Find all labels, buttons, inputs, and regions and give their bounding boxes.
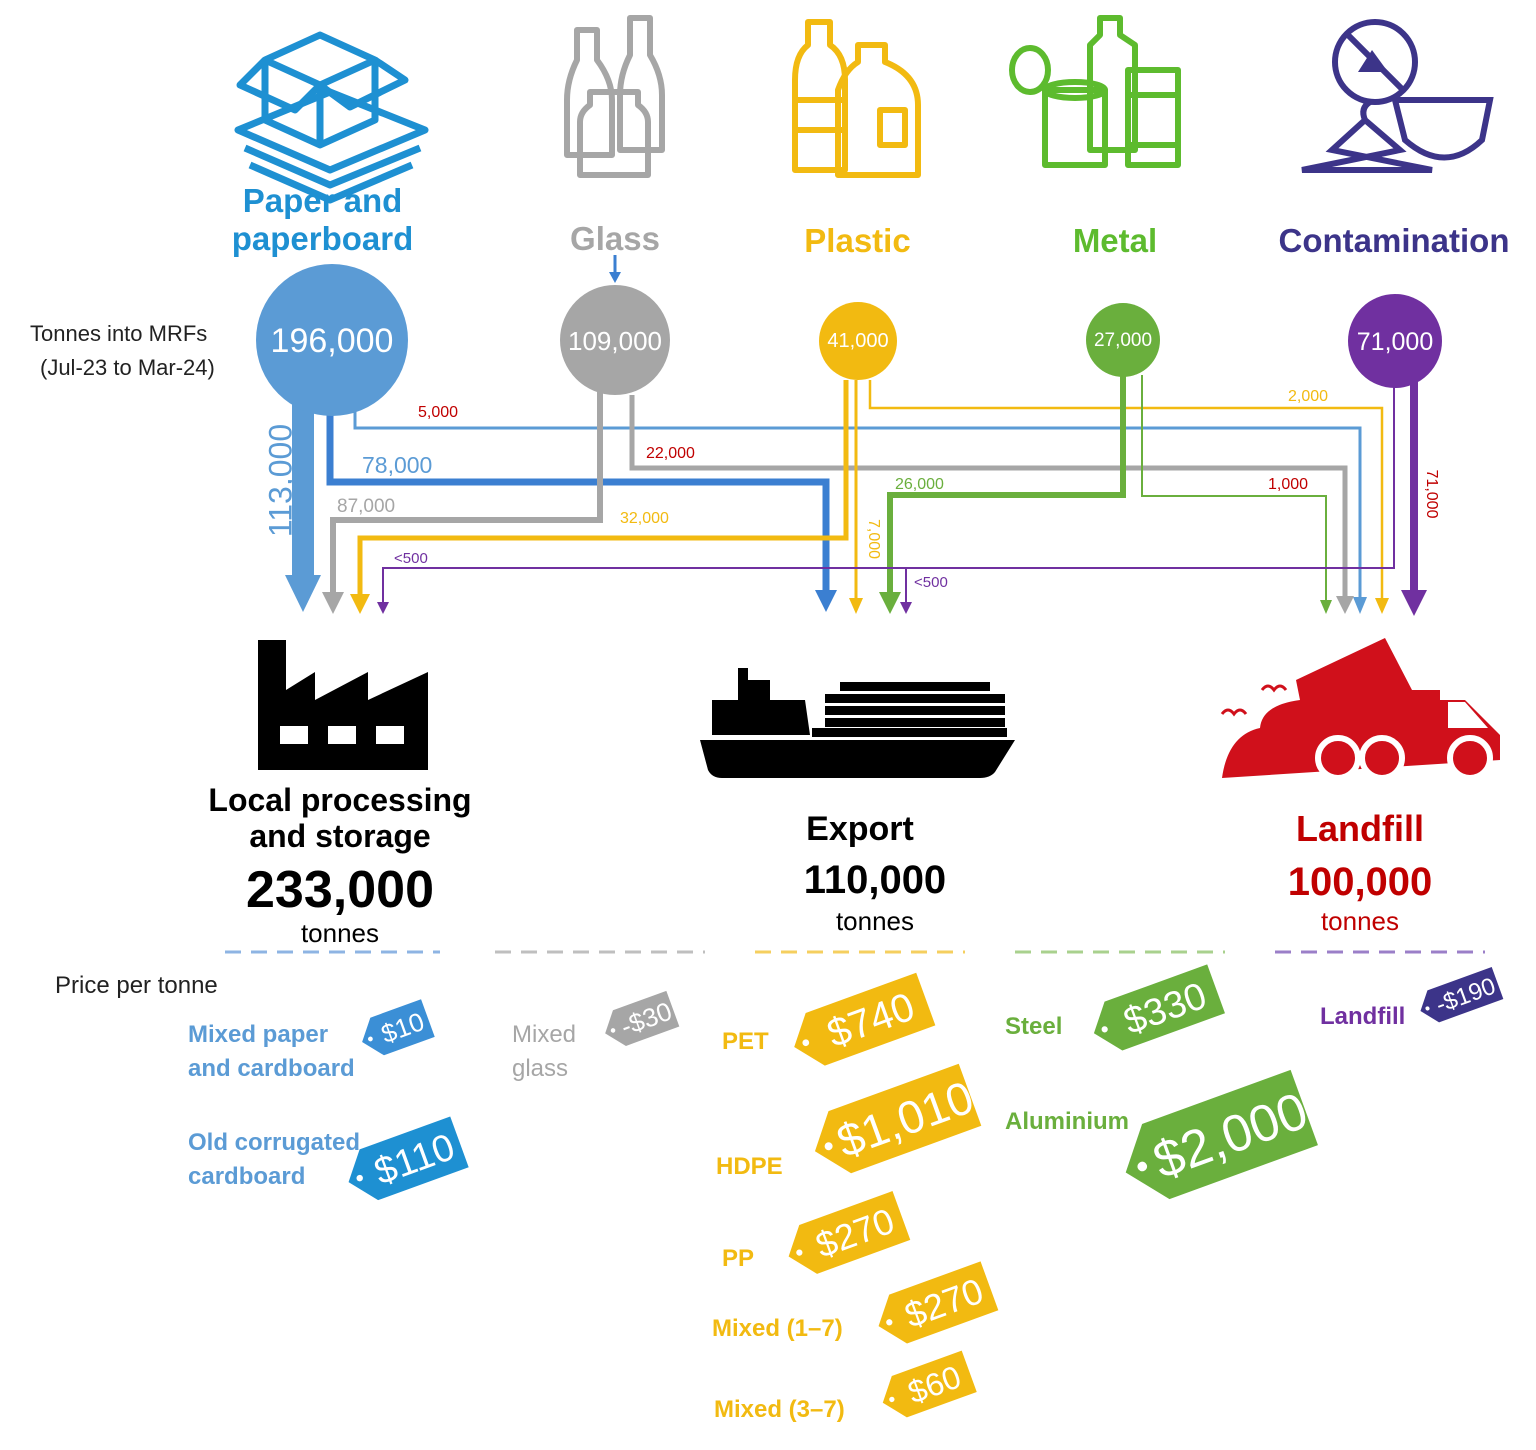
flow-plastic-local	[357, 380, 849, 600]
dest-export-title: Export	[806, 810, 914, 848]
price-label-aluminium: Aluminium	[1005, 1108, 1129, 1135]
flow-metal-landfill	[1141, 375, 1327, 602]
flow-metal-export	[887, 375, 1126, 598]
price-label-hdpe: HDPE	[716, 1153, 783, 1180]
arrowhead-contamination-export	[900, 602, 912, 614]
dest-export-unit: tonnes	[835, 906, 915, 936]
label-paper: Paper and paperboard	[231, 182, 414, 257]
mrf-label: Tonnes into MRFs	[30, 321, 208, 346]
flow-label-contamination-export: <500	[914, 574, 948, 591]
price-tag-mixed17: $270	[878, 1261, 999, 1344]
price-tag-steel: $330	[1093, 964, 1225, 1051]
flow-glass-local	[330, 390, 603, 598]
price-label-mixed37: Mixed (3–7)	[714, 1396, 845, 1423]
dump-truck-icon	[1220, 638, 1500, 781]
dest-export-value: 110,000	[803, 858, 947, 902]
flow-label-paper-local: 113,000	[262, 423, 299, 538]
plastic-bottles-icon	[792, 19, 921, 178]
value-glass: 109,000	[568, 326, 662, 356]
arrowhead-plastic-landfill	[1375, 598, 1389, 614]
value-contamination: 71,000	[1356, 328, 1434, 356]
circle-metal	[1086, 303, 1160, 377]
no-recycle-icon	[1301, 19, 1494, 173]
flow-glass-landfill	[629, 395, 1348, 600]
price-label-pet: PET	[722, 1028, 769, 1055]
label-metal: Metal	[1072, 222, 1158, 259]
circle-paper	[256, 264, 408, 416]
price-label-landfill: Landfill	[1320, 1003, 1406, 1030]
circle-contamination	[1348, 294, 1442, 388]
arrowhead-glass-local	[322, 592, 344, 614]
arrowhead-metal-export	[879, 592, 901, 614]
mrf-period: (Jul-23 to Mar-24)	[40, 355, 215, 380]
price-label-steel: Steel	[1005, 1013, 1063, 1040]
flow-label-contamination-landfill: 71,000	[1423, 469, 1440, 519]
flow-label-plastic-export: 7,000	[865, 518, 882, 560]
dest-local-unit: tonnes	[300, 918, 380, 948]
arrowhead-contamination-local	[377, 602, 389, 614]
circle-plastic	[819, 302, 897, 380]
label-glass: Glass	[570, 220, 660, 257]
price-heading: Price per tonne	[55, 972, 218, 999]
label-contamination: Contamination	[1278, 222, 1510, 259]
arrowhead-metal-landfill	[1320, 600, 1332, 614]
arrowhead-paper-export	[815, 590, 837, 612]
price-tag-hdpe: $1,010	[814, 1063, 982, 1174]
box-icon	[234, 31, 429, 204]
flow-label-glass-landfill: 22,000	[646, 445, 695, 462]
dest-landfill-title: Landfill	[1296, 808, 1424, 849]
bottles-icon	[564, 15, 665, 178]
price-label-mixed17: Mixed (1–7)	[712, 1315, 843, 1342]
price-tag-landfill: -$190	[1420, 967, 1504, 1023]
flow-label-glass-local: 87,000	[337, 496, 396, 517]
arrowhead-plastic-local	[350, 594, 370, 614]
dest-local-value: 233,000	[246, 861, 434, 919]
flow-contamination-local	[382, 382, 1395, 604]
flow-label-paper-export: 78,000	[362, 452, 433, 478]
circle-glass	[560, 285, 670, 395]
flow-label-plastic-local: 32,000	[620, 510, 669, 527]
price-tag-aluminium: $2,000	[1125, 1069, 1318, 1200]
flow-label-metal-export: 26,000	[895, 476, 944, 493]
price-tag-mixed-paper: $10	[362, 999, 435, 1056]
value-paper: 196,000	[270, 322, 394, 360]
arrowhead-paper-landfill	[1353, 597, 1367, 614]
glass-input-arrowhead	[609, 272, 621, 283]
arrowhead-contamination-landfill	[1401, 590, 1427, 616]
price-tag-pp: $270	[788, 1191, 911, 1274]
dest-landfill-value: 100,000	[1287, 860, 1433, 904]
price-tag-pet: $740	[794, 972, 936, 1066]
arrowhead-paper-local	[285, 575, 321, 612]
cans-icon	[1009, 15, 1181, 168]
arrowhead-plastic-export	[849, 598, 863, 614]
flow-label-metal-landfill: 1,000	[1268, 476, 1309, 493]
flow-label-plastic-landfill: 2,000	[1288, 388, 1329, 405]
value-plastic: 41,000	[827, 330, 889, 352]
ship-icon	[700, 668, 1015, 778]
label-plastic: Plastic	[804, 222, 911, 259]
price-tag-mixed37: $60	[882, 1350, 977, 1418]
value-metal: 27,000	[1093, 330, 1153, 351]
price-tag-mixed-glass: -$30	[605, 990, 680, 1046]
flow-label-contamination-local: <500	[394, 550, 428, 567]
dest-local-title: Local processing and storage	[208, 782, 472, 854]
dest-landfill-unit: tonnes	[1320, 906, 1400, 936]
factory-icon	[258, 640, 428, 770]
price-label-pp: PP	[722, 1245, 755, 1272]
arrowhead-glass-landfill	[1336, 596, 1354, 614]
flow-label-paper-landfill: 5,000	[418, 404, 459, 421]
